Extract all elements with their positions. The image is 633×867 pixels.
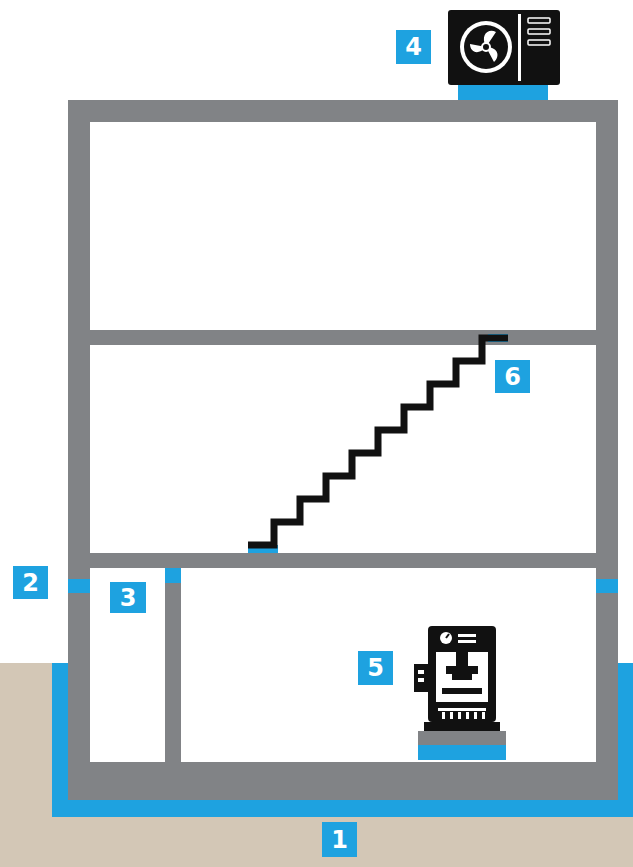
structure — [68, 100, 618, 800]
machine — [414, 626, 506, 760]
callout-number: 1 — [322, 822, 357, 857]
callout-number: 6 — [495, 360, 530, 393]
thermal-break — [68, 568, 618, 593]
hvac-unit — [448, 10, 560, 100]
staircase — [248, 334, 508, 553]
callout-number: 5 — [358, 651, 393, 685]
callout-text: 3 — [120, 586, 137, 610]
callout-text: 6 — [504, 365, 521, 389]
callout-text: 2 — [22, 571, 39, 595]
callout-number: 3 — [110, 582, 146, 613]
callout-text: 1 — [331, 828, 348, 852]
callout-number: 2 — [13, 566, 48, 599]
callout-number: 4 — [396, 30, 431, 64]
callout-text: 5 — [367, 656, 384, 680]
callout-text: 4 — [405, 35, 422, 59]
